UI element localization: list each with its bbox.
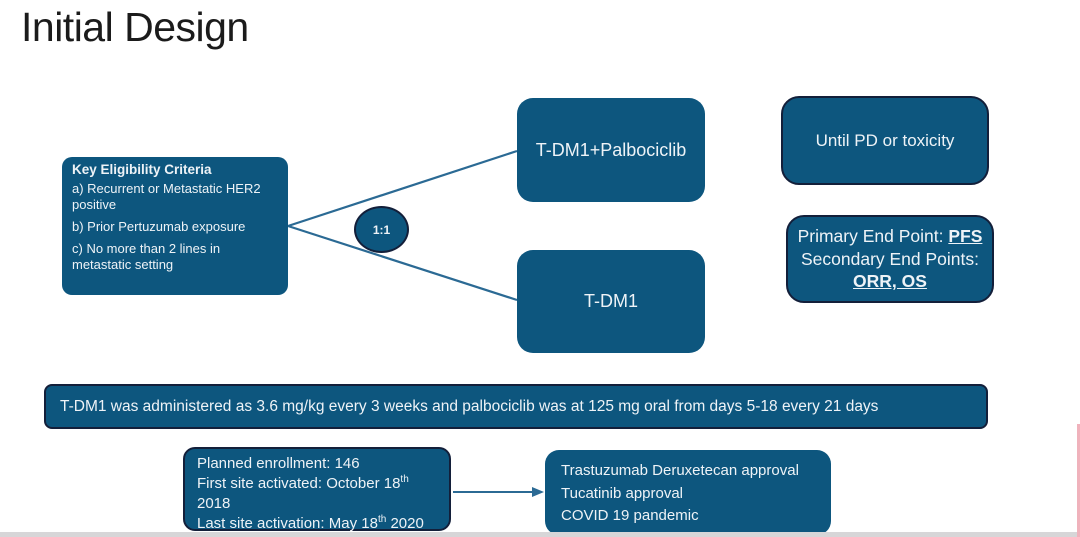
enrollment-first-site-ordinal: th xyxy=(400,473,409,485)
arm-bottom-label: T-DM1 xyxy=(584,291,638,311)
secondary-endpoint-label: Secondary End Points: xyxy=(800,248,980,269)
bottom-edge-strip xyxy=(0,532,1080,537)
randomization-ratio-badge: 1:1 xyxy=(354,206,409,253)
arm-top-label: T-DM1+Palbociclib xyxy=(535,139,687,160)
enrollment-last-site-year: 2020 xyxy=(386,514,424,532)
enrollment-last-site-ordinal: th xyxy=(377,513,387,525)
randomization-ratio-label: 1:1 xyxy=(372,222,391,237)
slide-title: Initial Design xyxy=(21,4,249,50)
right-edge-artifact xyxy=(1077,424,1080,537)
delay-item-covid: COVID 19 pandemic xyxy=(561,507,699,524)
primary-endpoint-text: Primary End Point: PFS xyxy=(798,225,983,247)
delay-item-enhertu: Trastuzumab Deruxetecan approval xyxy=(561,462,799,479)
enrollment-box: Planned enrollment: 146 First site activ… xyxy=(183,447,451,532)
delay-factors-box: Trastuzumab Deruxetecan approval Tucatin… xyxy=(545,450,831,535)
eligibility-item-b: b) Prior Pertuzumab exposure xyxy=(72,219,246,235)
secondary-endpoint-value: ORR, OS xyxy=(853,270,927,292)
enrollment-line-first-site: First site activated: October 18th 2018 xyxy=(197,473,409,512)
enrollment-last-site-text: Last site activation: May 18 xyxy=(197,514,378,532)
secondary-endpoint-value-text: ORR, OS xyxy=(853,271,927,292)
primary-endpoint-label: Primary End Point: xyxy=(797,226,949,247)
treatment-duration-box: Until PD or toxicity xyxy=(781,96,989,185)
enrollment-line-planned: Planned enrollment: 146 xyxy=(197,455,360,472)
eligibility-item-a: a) Recurrent or Metastatic HER2 positive xyxy=(72,181,261,213)
enrollment-first-site-text: First site activated: October 18 xyxy=(197,474,401,492)
eligibility-box: Key Eligibility Criteria a) Recurrent or… xyxy=(62,157,288,295)
endpoints-box: Primary End Point: PFS Secondary End Poi… xyxy=(786,215,994,303)
eligibility-item-c: c) No more than 2 lines in metastatic se… xyxy=(72,241,221,272)
arm-box-tdm1-palbociclib: T-DM1+Palbociclib xyxy=(517,98,705,202)
flow-arrow xyxy=(453,487,544,497)
eligibility-heading: Key Eligibility Criteria xyxy=(72,162,212,177)
flow-arrow-head xyxy=(532,487,544,497)
arm-box-tdm1: T-DM1 xyxy=(517,250,705,353)
enrollment-line-last-site: Last site activation: May 18th 2020 xyxy=(197,513,424,532)
enrollment-first-site-year: 2018 xyxy=(197,494,231,512)
delay-item-tucatinib: Tucatinib approval xyxy=(561,484,684,502)
dosing-note-text: T-DM1 was administered as 3.6 mg/kg ever… xyxy=(60,397,879,415)
dosing-note-box: T-DM1 was administered as 3.6 mg/kg ever… xyxy=(44,384,988,429)
treatment-duration-label: Until PD or toxicity xyxy=(815,130,955,150)
primary-endpoint-value: PFS xyxy=(948,226,983,247)
